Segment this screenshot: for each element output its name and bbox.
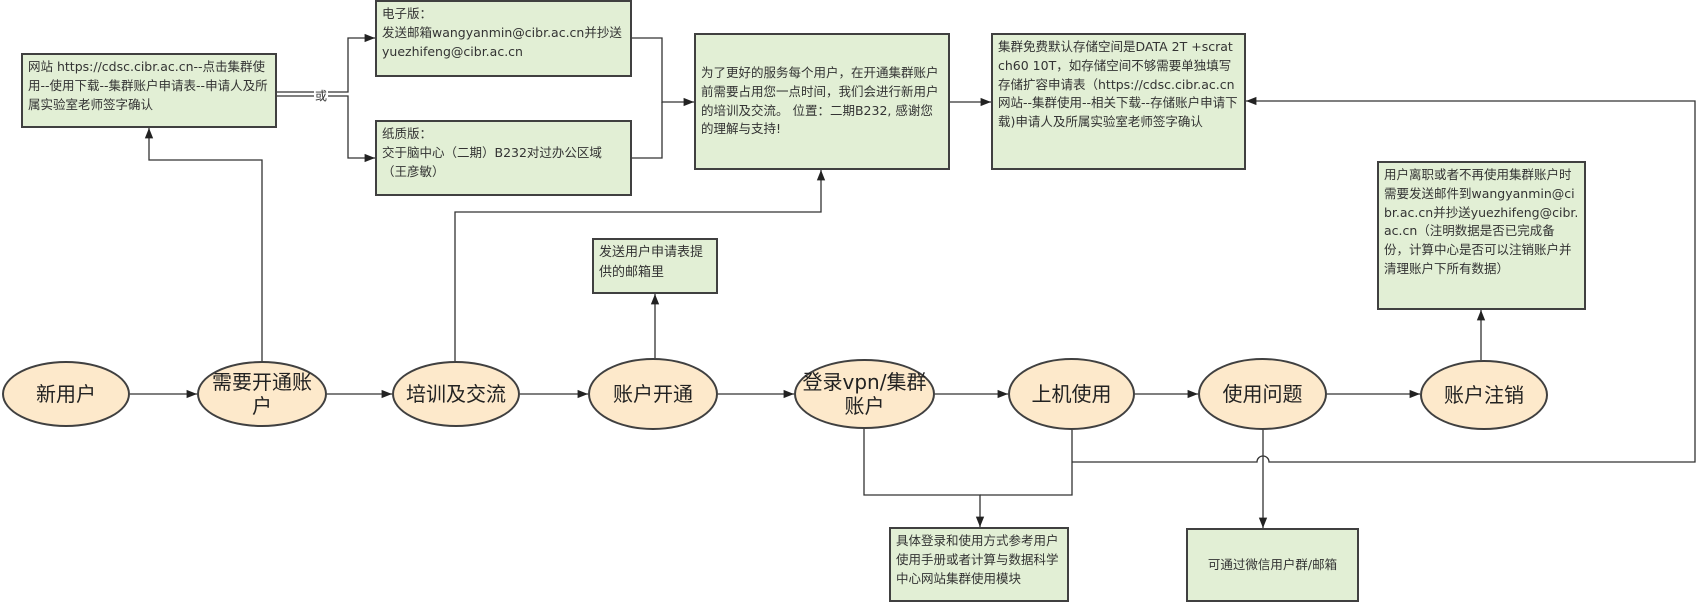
node-problems[interactable]: 使用问题 — [1198, 358, 1327, 430]
node-training[interactable]: 培训及交流 — [392, 361, 520, 427]
note-website[interactable]: 网站 https://cdsc.cibr.ac.cn--点击集群使用--使用下载… — [21, 53, 277, 128]
note-manual[interactable]: 具体登录和使用方式参考用户使用手册或者计算与数据科学中心网站集群使用模块 — [889, 527, 1069, 602]
node-use[interactable]: 上机使用 — [1008, 358, 1135, 430]
note-wechat[interactable]: 可通过微信用户群/邮箱 — [1186, 528, 1359, 602]
node-new-user[interactable]: 新用户 — [2, 361, 130, 427]
note-electronic[interactable]: 电子版： 发送邮箱wangyanmin@cibr.ac.cn并抄送yuezhif… — [375, 0, 632, 77]
or-label: 或 — [314, 87, 329, 104]
node-account-open[interactable]: 账户开通 — [588, 358, 718, 430]
note-storage[interactable]: 集群免费默认存储空间是DATA 2T +scratch60 10T，如存储空间不… — [991, 33, 1246, 170]
note-training-info[interactable]: 为了更好的服务每个用户，在开通集群账户前需要占用您一点时间，我们会进行新用户的培… — [694, 33, 950, 170]
note-paper[interactable]: 纸质版： 交于脑中心（二期）B232对过办公区域（王彦敏） — [375, 120, 632, 196]
node-login[interactable]: 登录vpn/集群 账户 — [794, 359, 935, 429]
node-cancel[interactable]: 账户注销 — [1420, 360, 1548, 430]
node-need-account[interactable]: 需要开通账户 — [197, 361, 327, 427]
note-email-form[interactable]: 发送用户申请表提供的邮箱里 — [592, 238, 718, 294]
note-cancel-info[interactable]: 用户离职或者不再使用集群账户时需要发送邮件到wangyanmin@cibr.ac… — [1377, 161, 1586, 310]
